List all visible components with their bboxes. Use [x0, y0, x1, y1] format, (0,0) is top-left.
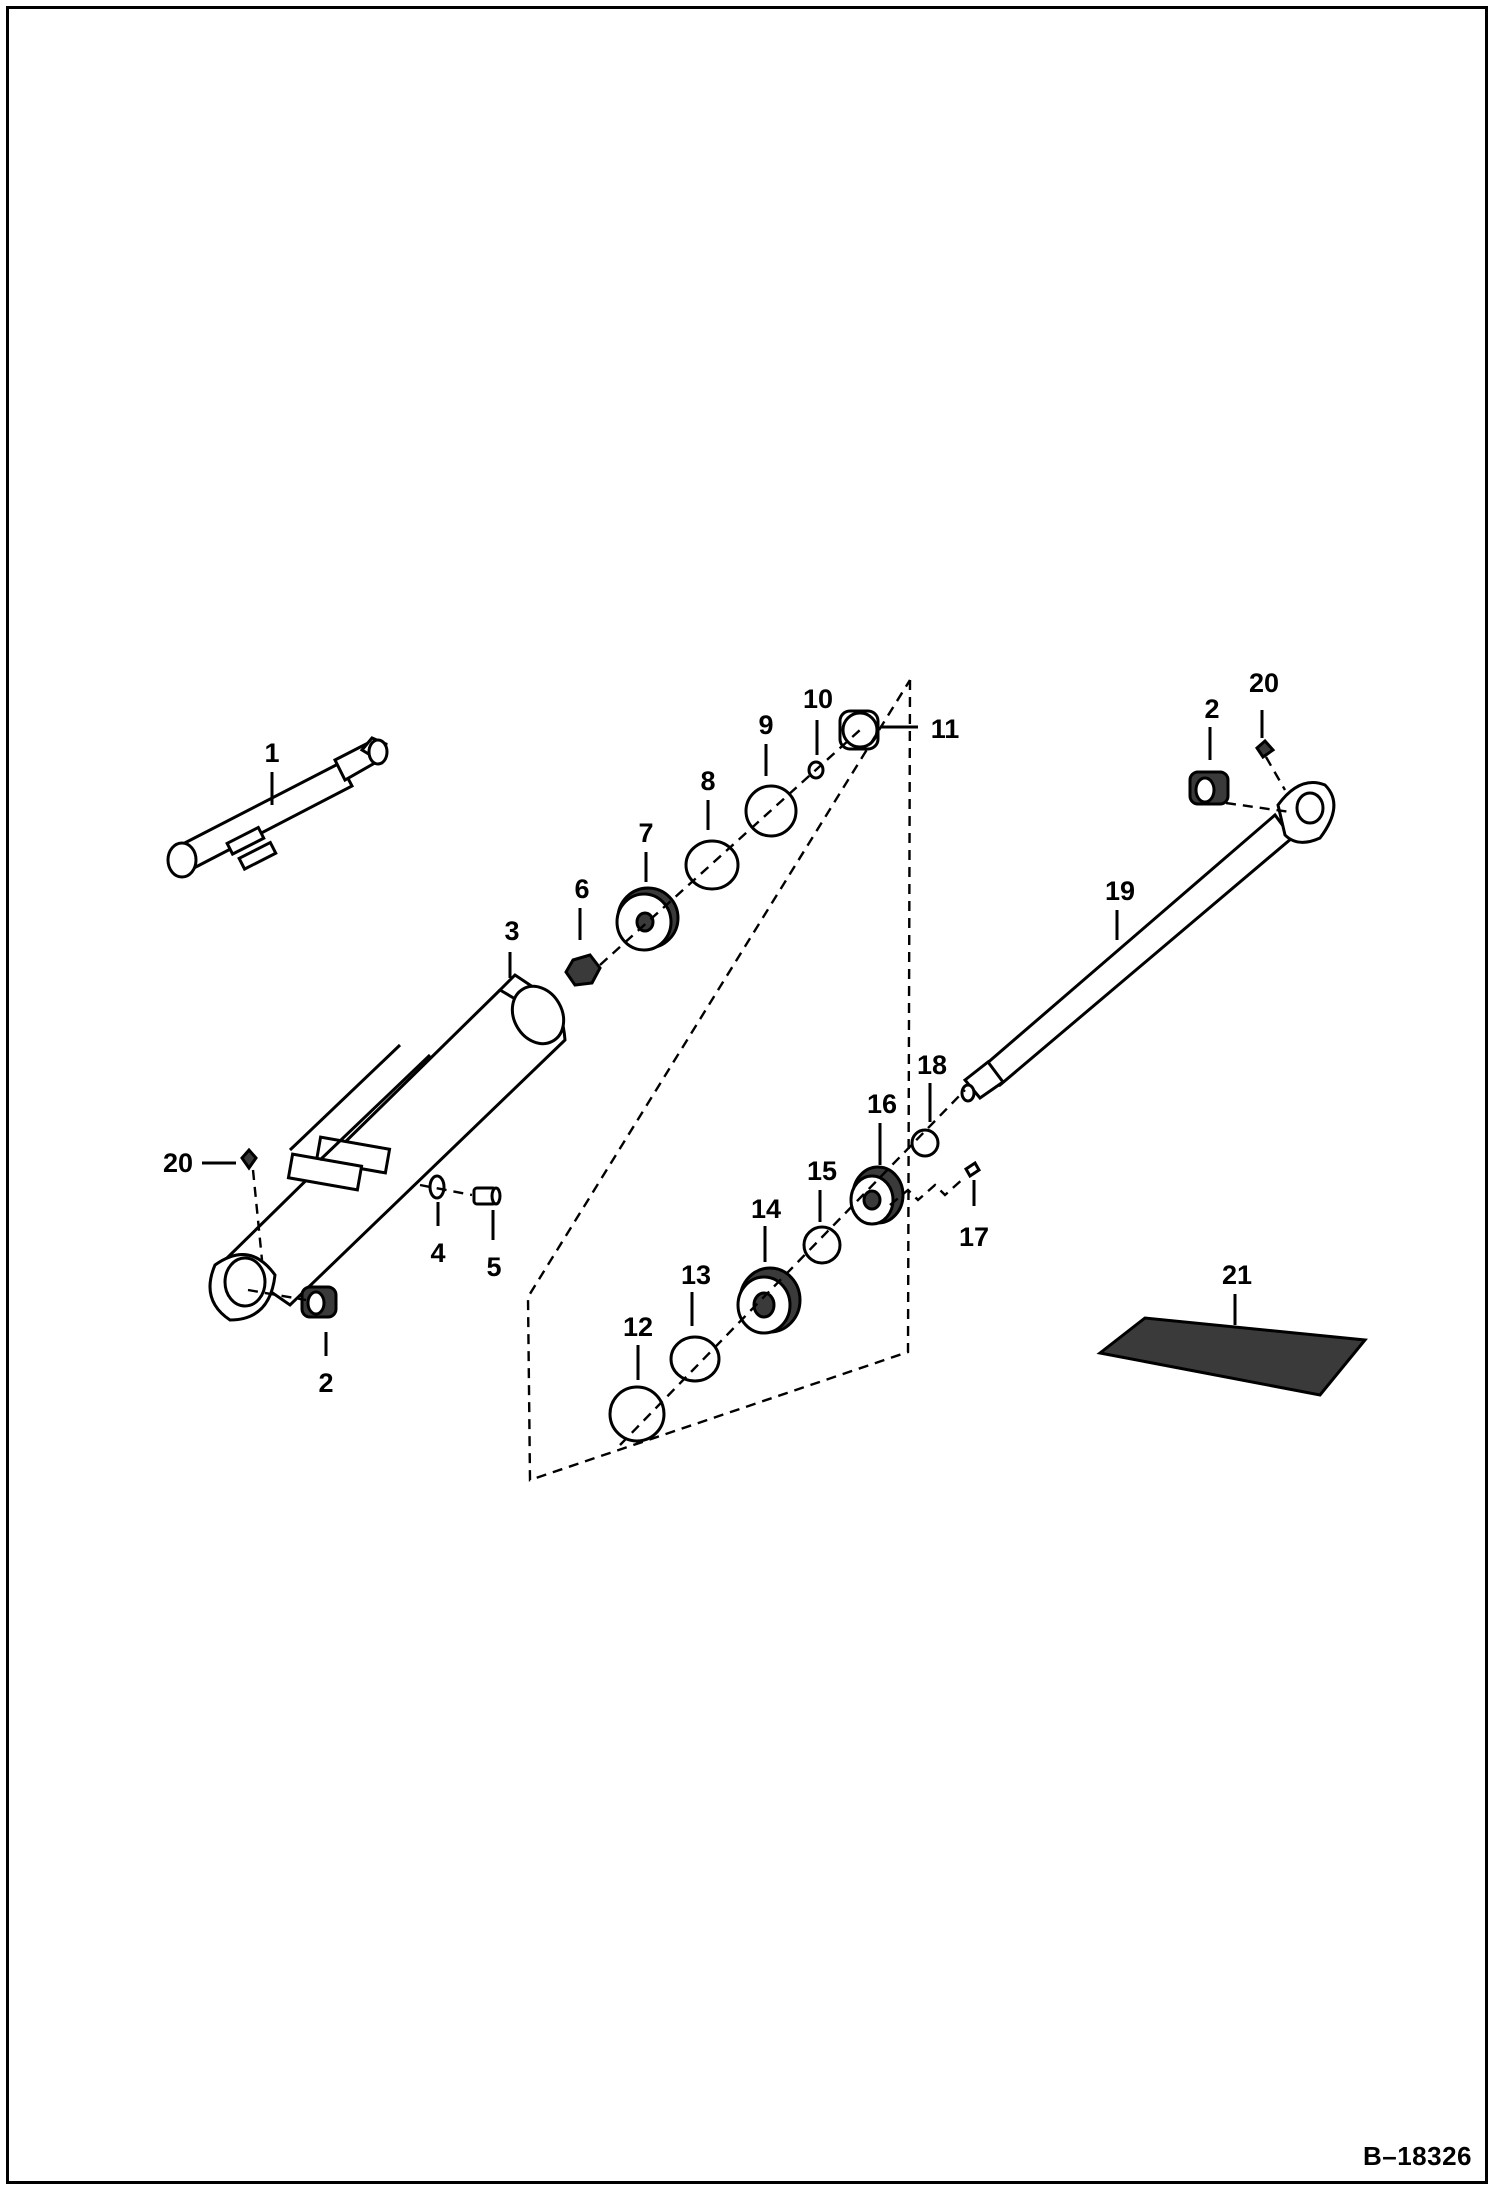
plug-illustration: [472, 1186, 502, 1206]
drawing-frame: [6, 6, 1488, 2184]
callout-14: 14: [751, 1194, 781, 1224]
bushing-top-illustration: [1188, 770, 1230, 806]
callout-8: 8: [700, 766, 715, 796]
callout-13: 13: [681, 1260, 711, 1290]
callout-10: 10: [803, 684, 833, 714]
seal-ring-illustration: [684, 839, 740, 891]
callout-labels: 1 2 2 3 4 5 6 7 8 9 10 11 12 13 14 15 16…: [163, 668, 1279, 1398]
o-ring-illustration: [428, 1174, 446, 1200]
lock-ring-illustration: [910, 1128, 940, 1158]
callout-6: 6: [574, 874, 589, 904]
callout-4: 4: [430, 1238, 445, 1268]
callout-21: 21: [1222, 1260, 1252, 1290]
grease-fitting-right-illustration: [1255, 738, 1276, 760]
callout-19: 19: [1105, 876, 1135, 906]
bushing-bottom-illustration: [300, 1285, 338, 1319]
seal-lower-illustration: [669, 1335, 721, 1383]
callout-16: 16: [867, 1089, 897, 1119]
callout-2-bottom: 2: [318, 1368, 333, 1398]
callout-2-top: 2: [1204, 694, 1219, 724]
head-illustration: [736, 1266, 802, 1335]
callout-11: 11: [931, 714, 960, 744]
callout-1: 1: [264, 738, 279, 768]
callout-20-left: 20: [163, 1148, 193, 1178]
internal-parts-boundary: [526, 679, 912, 1482]
rod-illustration: [960, 781, 1336, 1103]
callout-15: 15: [807, 1156, 837, 1186]
leader-lines: [202, 710, 1264, 1380]
callout-20-right: 20: [1249, 668, 1279, 698]
callout-5: 5: [486, 1252, 501, 1282]
cylinder-assembly-illustration: [166, 736, 389, 879]
piston-lower-illustration: [849, 1165, 905, 1226]
callout-9: 9: [758, 710, 773, 740]
grease-fitting-left-illustration: [240, 1147, 258, 1171]
nut-illustration: [564, 953, 602, 987]
callout-17: 17: [959, 1222, 989, 1252]
seal-kit-illustration: [1096, 1316, 1368, 1397]
cylinder-barrel-illustration: [208, 973, 567, 1322]
callout-12: 12: [623, 1312, 653, 1342]
set-screw-illustration: [964, 1160, 981, 1179]
callout-3: 3: [504, 916, 519, 946]
figure-reference-number: B–18326: [1362, 2141, 1472, 2171]
callout-7: 7: [638, 818, 653, 848]
wear-ring-lower-illustration: [608, 1385, 666, 1443]
rod-seal-illustration: [802, 1225, 842, 1265]
callout-18: 18: [917, 1050, 947, 1080]
